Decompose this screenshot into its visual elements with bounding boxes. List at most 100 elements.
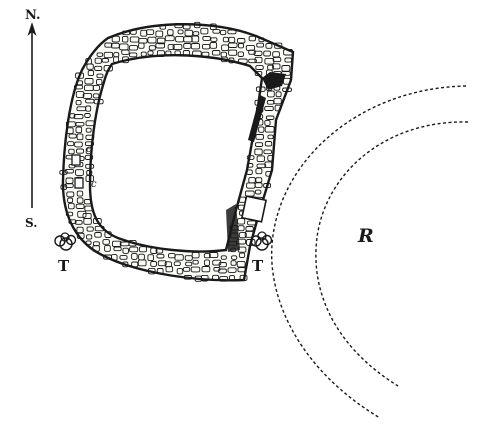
wall-stone bbox=[75, 169, 84, 176]
wall-stone bbox=[122, 261, 129, 268]
wall-stone bbox=[200, 27, 209, 35]
wall-stone bbox=[219, 276, 229, 282]
wall-stone bbox=[167, 44, 175, 51]
wall-stone bbox=[66, 191, 75, 198]
wall-stone bbox=[256, 163, 267, 169]
wall-stone bbox=[227, 29, 237, 35]
wall-stone bbox=[192, 259, 199, 265]
wall-stone bbox=[228, 49, 238, 56]
wall-stone bbox=[129, 29, 137, 35]
wall-stone bbox=[237, 218, 246, 225]
wall-stone bbox=[157, 260, 167, 267]
wall-stone bbox=[256, 42, 265, 48]
enclosure-wall bbox=[59, 21, 295, 282]
wall-stone bbox=[230, 260, 237, 266]
wall-stone bbox=[94, 225, 105, 232]
wall-stone bbox=[203, 253, 211, 259]
wall-stone bbox=[84, 154, 94, 160]
wall-stone bbox=[210, 37, 218, 42]
wall-stone bbox=[85, 175, 94, 183]
wall-stone bbox=[75, 203, 85, 209]
wall-stone bbox=[86, 226, 94, 232]
wall-stone bbox=[75, 126, 83, 134]
wall-stone bbox=[128, 45, 139, 51]
wall-stone bbox=[110, 254, 118, 261]
wall-stone bbox=[255, 86, 266, 92]
wall-stone bbox=[212, 29, 221, 34]
doorway-block bbox=[240, 195, 268, 223]
wall-stone bbox=[220, 255, 227, 260]
wall-stone bbox=[65, 121, 76, 128]
wall-stone bbox=[150, 247, 158, 254]
wall-stone bbox=[131, 253, 138, 260]
wall-stone bbox=[265, 115, 275, 120]
wall-stone bbox=[200, 274, 209, 282]
wall-stone bbox=[192, 50, 202, 57]
ring-label: R bbox=[357, 225, 374, 247]
wall-stone bbox=[172, 44, 183, 51]
wall-stone bbox=[282, 87, 292, 92]
cell-label-upper: c bbox=[86, 144, 92, 155]
wall-stone bbox=[265, 170, 272, 177]
wall-stone bbox=[248, 35, 256, 42]
tree-left: T bbox=[54, 232, 77, 275]
wall-stone bbox=[246, 169, 253, 175]
ring-outer-arc bbox=[270, 85, 467, 419]
wall-stone bbox=[283, 49, 293, 56]
wall-stone bbox=[156, 253, 165, 259]
wall-stone bbox=[68, 202, 75, 210]
wall-stone bbox=[254, 189, 262, 195]
north-label: N. bbox=[25, 8, 41, 23]
wall-stone bbox=[155, 247, 164, 254]
wall-stone bbox=[254, 148, 263, 156]
wall-stone bbox=[159, 24, 166, 30]
wall-stone bbox=[85, 147, 93, 155]
wall-stone bbox=[211, 50, 221, 56]
wall-stone bbox=[218, 262, 227, 268]
wall-stone bbox=[59, 170, 68, 175]
wall-stone bbox=[164, 35, 175, 42]
wall-stone bbox=[96, 78, 103, 86]
wall-stone bbox=[84, 78, 94, 85]
wall-stone bbox=[85, 120, 95, 127]
wall-stone bbox=[94, 65, 103, 71]
wall-stone bbox=[73, 84, 84, 90]
wall-stone bbox=[239, 274, 248, 281]
wall-cells: c c bbox=[71, 144, 97, 190]
cell-lower-opening bbox=[74, 177, 84, 189]
wall-stone bbox=[254, 182, 263, 188]
wall-stone bbox=[147, 50, 154, 56]
wall-stone bbox=[284, 57, 292, 63]
wall-stone bbox=[86, 234, 93, 240]
wall-stone bbox=[148, 45, 156, 51]
wall-stone bbox=[74, 141, 83, 148]
wall-stone bbox=[74, 220, 83, 225]
wall-stone bbox=[87, 70, 95, 77]
wall-stone bbox=[246, 163, 254, 168]
wall-stone bbox=[190, 43, 201, 50]
wall-stone bbox=[265, 43, 273, 49]
wall-stone bbox=[247, 220, 257, 226]
wall-stone bbox=[182, 267, 191, 272]
wall-stone bbox=[258, 37, 265, 43]
wall-stone bbox=[255, 134, 264, 140]
wall-stone bbox=[76, 148, 85, 154]
wall-stone bbox=[101, 58, 110, 63]
wall-stone bbox=[65, 211, 74, 217]
wall-stone bbox=[193, 21, 201, 29]
wall-stone bbox=[137, 259, 147, 267]
wall-stone bbox=[73, 114, 84, 120]
wall-stone bbox=[237, 51, 244, 57]
wall-stone bbox=[93, 98, 104, 105]
wall-stone bbox=[113, 246, 122, 252]
wall-stone bbox=[248, 49, 256, 55]
entrance-passage bbox=[226, 72, 286, 252]
wall-stone bbox=[190, 266, 201, 273]
wall-stone bbox=[121, 35, 129, 43]
wall-stone bbox=[272, 56, 282, 63]
wall-stone bbox=[76, 80, 84, 86]
wall-stone bbox=[264, 126, 275, 133]
wall-stone bbox=[237, 267, 246, 273]
wall-stone bbox=[104, 244, 111, 252]
